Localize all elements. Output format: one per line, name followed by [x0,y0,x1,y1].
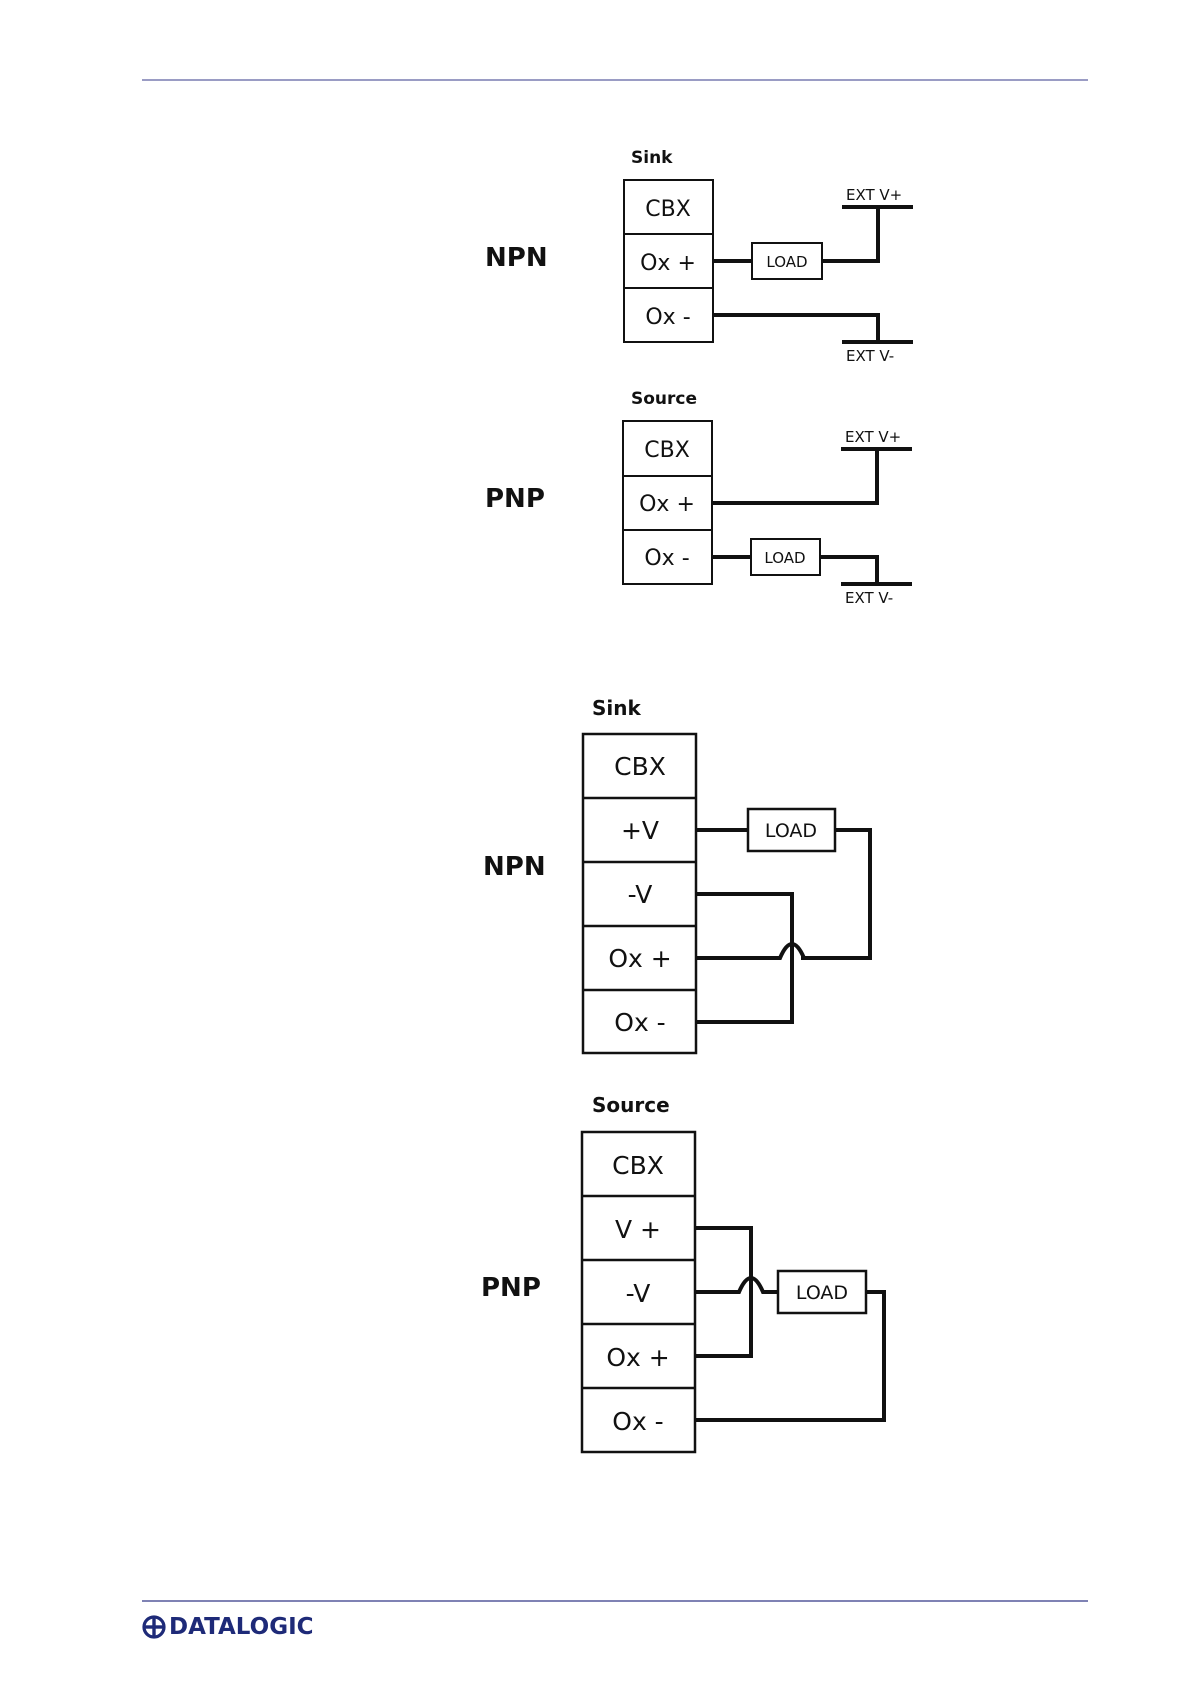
sink-title: Sink [631,148,673,168]
ext-vminus-label: EXT V- [846,347,894,365]
load-label: LOAD [796,1282,848,1304]
diagram2-source: Source PNP CBX V + -V Ox + Ox - LOAD [481,1093,884,1452]
cell-ox-plus: Ox + [608,944,671,973]
sink-wires [696,830,870,1022]
source-title: Source [592,1093,670,1117]
footer-rule [142,1600,1088,1602]
cell-ox-minus: Ox - [614,1008,665,1037]
cell-cbx: CBX [612,1151,664,1180]
load-label: LOAD [765,820,817,842]
pnp-label: PNP [485,484,545,514]
diagram1-sink: Sink NPN CBX Ox + Ox - LOAD EXT V+ EXT V… [485,148,913,365]
sink-title: Sink [592,696,641,720]
source-title: Source [631,389,697,409]
ext-vplus-label: EXT V+ [846,186,902,204]
cell-plus-v: +V [621,816,659,845]
brand-name: DATALOGIC [169,1614,314,1640]
cell-cbx: CBX [645,197,691,222]
load-label: LOAD [764,549,805,567]
cell-ox-minus: Ox - [645,305,690,330]
datalogic-logo-icon [142,1615,166,1639]
ext-vplus-label: EXT V+ [845,428,901,446]
cell-ox-plus: Ox + [606,1343,669,1372]
cell-ox-minus: Ox - [612,1407,663,1436]
diagram1-source: Source PNP CBX Ox + Ox - LOAD EXT V+ EXT… [485,389,912,607]
cell-ox-plus: Ox + [640,251,696,276]
cell-minus-v: -V [626,1279,651,1308]
cell-cbx: CBX [644,438,690,463]
cell-minus-v: -V [628,880,653,909]
npn-label: NPN [483,852,546,882]
datalogic-logo: DATALOGIC [142,1612,314,1642]
cell-v-plus: V + [615,1215,661,1244]
pnp-label: PNP [481,1273,541,1303]
cell-ox-plus: Ox + [639,492,695,517]
cell-ox-minus: Ox - [644,546,689,571]
npn-label: NPN [485,243,548,273]
source-wires [695,1228,884,1420]
load-label: LOAD [766,253,807,271]
ext-vminus-label: EXT V- [845,589,893,607]
diagram2-sink: Sink NPN CBX +V -V Ox + Ox - LOAD [483,696,870,1053]
cell-cbx: CBX [614,752,666,781]
